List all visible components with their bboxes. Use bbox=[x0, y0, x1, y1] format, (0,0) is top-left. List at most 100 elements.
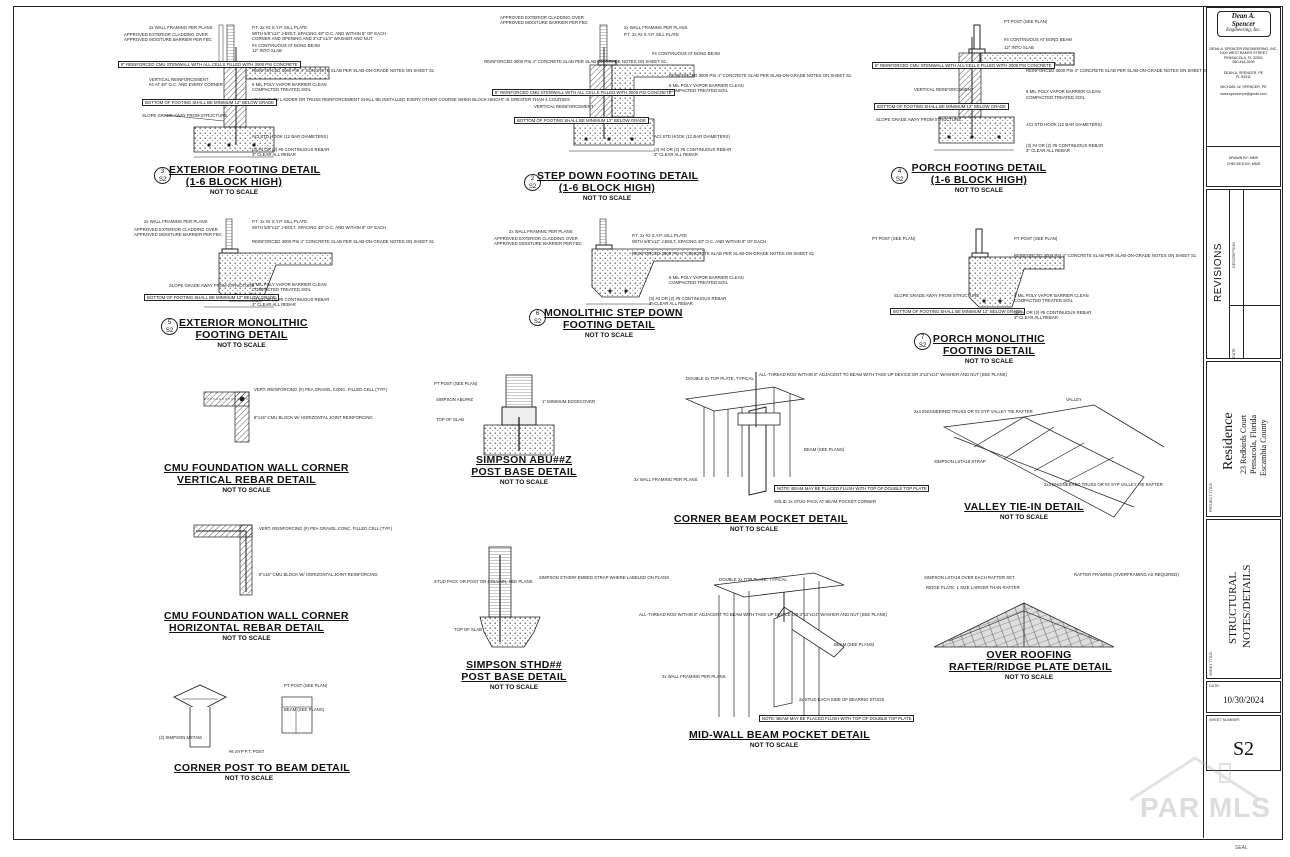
callout: TOP OF SLAB bbox=[436, 417, 465, 422]
callout: P.T. 2x #2 S.Y.P. SILL PLATE bbox=[632, 233, 688, 238]
callout: APPROVED MOISTURE BARRIER PER FBC bbox=[124, 37, 212, 42]
date-label: DATE: bbox=[1209, 684, 1220, 688]
callout: 2x STUD EACH SIDE OF BEARING STUDS bbox=[799, 697, 885, 702]
callout: DOUBLE 2x TOP PLATE, TYPICAL bbox=[686, 376, 754, 381]
callout: REINFORCED 3000 PSI 4" CONCRETE SLAB PER… bbox=[252, 68, 435, 73]
project-panel: PROJECT TITLE: Residence 23 Redbirds Cou… bbox=[1206, 361, 1281, 517]
callout-box: BOTTOM OF FOOTING SHALL BE MINIMUM 12" B… bbox=[514, 117, 650, 124]
callout: STUD PACK OR POST OR COLUMN, SEE PLANS bbox=[434, 579, 533, 584]
callout: 2x4 ENGINEERED TRUSS OR #2 SYP VALLEY TI… bbox=[914, 409, 1033, 414]
sheet-title-label: SHEET TITLE: bbox=[1209, 651, 1213, 676]
firm-logo: Dean A. Spencer Engineering, Inc. bbox=[1216, 11, 1271, 37]
callout: ALL-THREAD ROD WITHIN 8" ADJACENT TO BEA… bbox=[639, 612, 887, 617]
callout: 2x WALL FRAMING PER PLANS bbox=[149, 25, 213, 30]
revisions-label: REVISIONS bbox=[1213, 243, 1224, 302]
callout: REINFORCED 3000 PSI 4" CONCRETE SLAB PER… bbox=[1026, 68, 1209, 73]
project-address: 23 Redbirds Court bbox=[1239, 414, 1248, 474]
cmu-vert-drawing bbox=[203, 391, 250, 443]
callout: APPROVED MOISTURE BARRIER PER FBC bbox=[500, 20, 588, 25]
detail-title-porch-footing: PORCH FOOTING DETAIL(1-6 BLOCK HIGH)NOT … bbox=[911, 162, 1047, 194]
sheet-title: NOTES/DETAILS bbox=[1241, 564, 1253, 648]
engineer: DEAN A. SPENCER, PE bbox=[1223, 70, 1264, 75]
mid-wall-drawing bbox=[713, 572, 845, 717]
callout: SLOPE GRADE AWAY FROM STRUCTURE bbox=[876, 117, 962, 122]
callout: P.T. 2x #2 S.Y.P. SILL PLATE bbox=[252, 219, 308, 224]
callout: 6 MIL POLY VAPOR BARRIER CLEAN bbox=[252, 82, 327, 87]
callout: REINFORCED 3000 PSI 4" CONCRETE SLAB PER… bbox=[669, 73, 852, 78]
cmu-horiz-drawing bbox=[193, 524, 253, 596]
callout: ACI STD HOOK (12 BAR DIAMETERS) bbox=[1026, 122, 1102, 127]
callout: PT POST (SEE PLAN) bbox=[872, 236, 916, 241]
sheet-number-panel: SHEET NUMBER: S2 bbox=[1206, 715, 1281, 771]
sheet-title: STRUCTURAL bbox=[1227, 571, 1239, 644]
callout: APPROVED MOISTURE BARRIER PER FBC bbox=[134, 232, 222, 237]
callout: 2x4 ENGINEERED TRUSS OR #2 SYP VALLEY TI… bbox=[1044, 482, 1163, 487]
callout: 3" CLEAR ALL REBAR bbox=[252, 302, 296, 307]
callout: SIMPSON LSTA18 OVER EACH RAFTER SET bbox=[924, 575, 1015, 580]
callout: 1" MINIMUM EDGECOVER bbox=[542, 399, 596, 404]
callout: #4 AT 48" O.C. AND EVERY CORNER bbox=[149, 82, 223, 87]
footer-label: SEAL bbox=[1235, 845, 1248, 851]
corner-beam-drawing bbox=[684, 372, 806, 496]
callout: WITH 5/8"x12" J-BOLT, SPACING 48" O.C. A… bbox=[252, 31, 387, 36]
ext-mono-drawing bbox=[204, 218, 333, 308]
callout: SLOPE GRADE AWAY FROM STRUCTURE bbox=[142, 113, 228, 118]
callout: 3" CLEAR ALL REBAR bbox=[649, 301, 693, 306]
callout: SLOPE GRADE AWAY FROM STRUCTURE bbox=[894, 293, 980, 298]
callout: #4 CONTINUOUS AT BOND BEAM bbox=[252, 43, 320, 48]
callout-box: BOTTOM OF FOOTING SHALL BE MINIMUM 12" B… bbox=[890, 308, 1026, 315]
callout: (3) #4 OR (2) #5 CONTINUOUS REBAR bbox=[252, 147, 330, 152]
callout: 6 MIL POLY VAPOR BARRIER CLEAN bbox=[1026, 89, 1101, 94]
detail-linework bbox=[163, 24, 1165, 748]
callout: ACI STD HOOK (12 BAR DIAMETERS) bbox=[252, 134, 328, 139]
callout: SLOPE GRADE AWAY FROM STRUCTURE bbox=[169, 283, 255, 288]
callout: COMPACTED TREATED SOIL bbox=[1014, 298, 1073, 303]
callout: COMPACTED TREATED SOIL bbox=[252, 287, 311, 292]
sheet-date: 10/30/2024 bbox=[1222, 695, 1264, 705]
callout-box: BOTTOM OF FOOTING SHALL BE MINIMUM 12" B… bbox=[874, 103, 1010, 110]
sheet-number-label: SHEET NUMBER: bbox=[1209, 718, 1241, 722]
valley-drawing bbox=[942, 404, 1165, 518]
callout: 8"x16" CMU BLOCK W/ HORIZONTAL JOINT REI… bbox=[259, 572, 378, 577]
callout: 6 MIL POLY VAPOR BARRIER CLEAN bbox=[669, 83, 744, 88]
callout: 3" CLEAR ALL REBAR bbox=[1026, 148, 1070, 153]
callout: VERT. REINFORCING (#) PEA GRAVEL CONC. F… bbox=[259, 526, 393, 531]
callout: 2x WALL FRAMING PER PLANS bbox=[662, 674, 726, 679]
callout: REINFORCED 3000 PSI 4" CONCRETE SLAB PER… bbox=[252, 239, 435, 244]
project-county: Escambia County bbox=[1259, 419, 1268, 476]
firm-phone: 850.444.3939 bbox=[1232, 60, 1255, 65]
callout: 3" CLEAR ALL REBAR bbox=[1014, 315, 1058, 320]
checked-by: CHECKED BY: MMS bbox=[1226, 162, 1261, 166]
engineer: FL 54311 bbox=[1236, 75, 1251, 80]
callout-box: BOTTOM OF FOOTING SHALL BE MINIMUM 12" B… bbox=[144, 294, 280, 301]
callout: 12" INTO SLAB bbox=[252, 48, 282, 53]
over-roofing-drawing bbox=[933, 602, 1115, 648]
callout-box: BOTTOM OF FOOTING SHALL BE MINIMUM 12" B… bbox=[142, 99, 278, 106]
firm-address: DEAN A. SPENCER ENGINEERING, INC. bbox=[1209, 47, 1278, 51]
callout: SIMPSON STHD## EMBED STRAP WHERE LABELED… bbox=[539, 575, 670, 580]
callout: (3) #4 OR (2) #5 CONTINUOUS REBAR bbox=[1014, 310, 1092, 315]
callout: APPROVED EXTERIOR CLADDING OVER bbox=[124, 32, 208, 37]
firm-email: www.spencer.pe@gmail.com bbox=[1220, 91, 1267, 96]
callout: RAFTER FRAMING (OVERFRAMING AS REQUIRED) bbox=[1074, 572, 1179, 577]
date-panel: DATE: 10/30/2024 bbox=[1206, 681, 1281, 713]
callout: 6 MIL POLY VAPOR BARRIER CLEAN bbox=[1014, 293, 1089, 298]
callout: ACI STD HOOK (12 BAR DIAMETERS) bbox=[654, 134, 730, 139]
detail-title-step-down: STEP DOWN FOOTING DETAIL(1-6 BLOCK HIGH)… bbox=[537, 170, 699, 202]
revisions-panel: REVISIONS DESCRIPTION DATE bbox=[1206, 189, 1281, 359]
callout: WITH 5/8"x12" J-BOLT, SPACING 48" O.C. A… bbox=[252, 225, 387, 230]
callout: 2x WALL FRAMING PER PLANS bbox=[144, 219, 208, 224]
